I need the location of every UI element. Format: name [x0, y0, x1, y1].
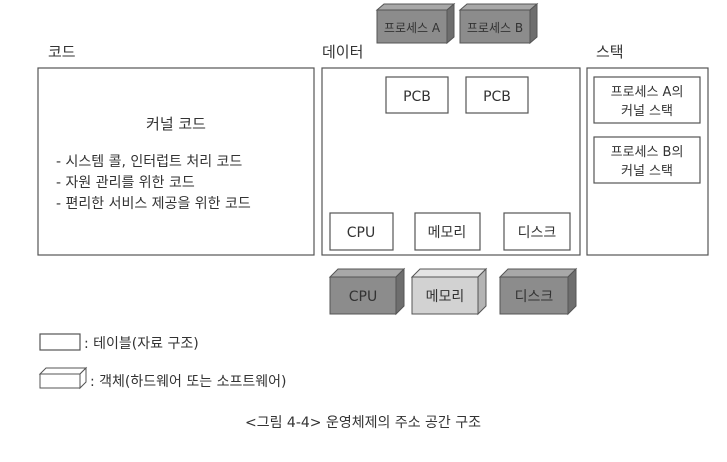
code-item-service: - 편리한 서비스 제공을 위한 코드	[56, 196, 251, 212]
pcb-label-2: PCB	[483, 89, 511, 105]
disk-object: 디스크	[498, 267, 578, 316]
process-a-stack-line1: 프로세스 A의	[611, 85, 684, 100]
legend-object-text: : 객체(하드웨어 또는 소프트웨어)	[90, 374, 286, 390]
process-b-stack-line1: 프로세스 B의	[611, 145, 684, 160]
code-section-box	[37, 67, 315, 256]
stack-section-label: 스택	[596, 43, 624, 61]
memory-object: 메모리	[410, 267, 488, 316]
memory-table-label: 메모리	[428, 225, 467, 241]
process-b-object: 프로세스 B	[458, 2, 539, 45]
memory-object-label: 메모리	[426, 289, 465, 305]
code-item-resource: - 자원 관리를 위한 코드	[56, 175, 195, 191]
process-a-label: 프로세스 A	[384, 21, 441, 35]
kernel-code-title: 커널 코드	[146, 115, 206, 133]
process-b-kernel-stack	[593, 136, 701, 184]
code-item-syscall: - 시스템 콜, 인터럽트 처리 코드	[56, 154, 242, 170]
legend-object-swatch	[39, 373, 81, 389]
legend-table: : 테이블(자료 구조)	[39, 333, 199, 352]
process-b-stack-line2: 커널 스택	[621, 164, 673, 179]
figure-caption: <그림 4-4> 운영체제의 주소 공간 구조	[245, 415, 481, 431]
disk-table-label: 디스크	[518, 225, 557, 241]
process-a-stack-line2: 커널 스택	[621, 104, 673, 119]
legend-object: : 객체(하드웨어 또는 소프트웨어)	[38, 366, 286, 390]
data-section-label: 데이터	[322, 43, 363, 61]
cpu-object-label: CPU	[349, 289, 377, 305]
pcb-label-1: PCB	[403, 89, 431, 105]
disk-object-label: 디스크	[515, 289, 554, 305]
cpu-table-label: CPU	[347, 225, 375, 241]
cpu-object: CPU	[328, 267, 406, 316]
process-a-object: 프로세스 A	[375, 2, 456, 45]
legend-table-text: : 테이블(자료 구조)	[84, 336, 199, 352]
pcb-table-1	[385, 76, 449, 114]
disk-table	[503, 212, 571, 251]
memory-table	[414, 212, 481, 251]
cpu-table	[329, 212, 394, 251]
process-a-kernel-stack	[593, 76, 701, 124]
code-section-label: 코드	[48, 43, 76, 61]
legend-table-swatch	[39, 333, 81, 351]
process-b-label: 프로세스 B	[467, 21, 523, 35]
pcb-table-2	[465, 76, 529, 114]
